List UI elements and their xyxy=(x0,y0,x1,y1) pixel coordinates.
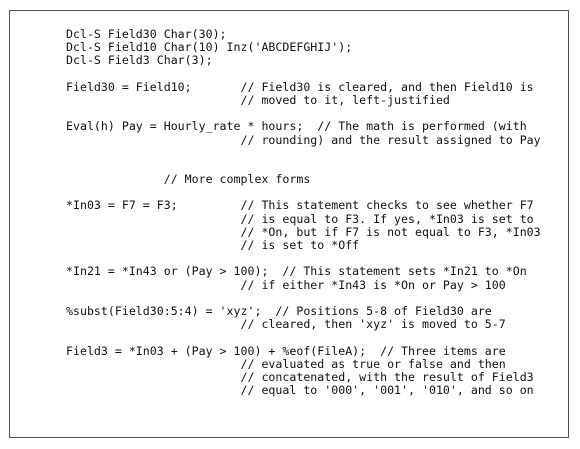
code-line xyxy=(66,331,541,344)
code-line xyxy=(66,292,541,305)
code-line xyxy=(66,147,541,160)
code-line: // is equal to F3. If yes, *In03 is set … xyxy=(66,211,534,226)
code-line: %subst(Field30:5:4) = 'xyz'; // Position… xyxy=(66,303,492,318)
code-line xyxy=(66,68,541,81)
code-line: // cleared, then 'xyz' is moved to 5-7 xyxy=(66,317,506,332)
code-line: // concatenated, with the result of Fiel… xyxy=(66,369,534,384)
code-line: // moved to it, left-justified xyxy=(66,92,450,107)
code-line: // equal to '000', '001', '010', and so … xyxy=(66,383,534,398)
code-line: // More complex forms xyxy=(66,172,311,187)
code-line: // evaluated as true or false and then xyxy=(66,356,506,371)
code-figure-frame: Dcl-S Field30 Char(30);Dcl-S Field10 Cha… xyxy=(9,10,569,438)
code-listing: Dcl-S Field30 Char(30);Dcl-S Field10 Cha… xyxy=(66,27,541,398)
code-line: // *On, but if F7 is not equal to F3, *I… xyxy=(66,224,541,239)
code-line: // if either *In43 is *On or Pay > 100 xyxy=(66,277,506,292)
code-line: *In03 = F7 = F3; // This statement check… xyxy=(66,198,534,213)
code-line: // is set to *Off xyxy=(66,238,360,252)
code-line: Eval(h) Pay = Hourly_rate * hours; // Th… xyxy=(66,119,527,134)
code-line: *In21 = *In43 or (Pay > 100); // This st… xyxy=(66,264,527,279)
code-line: Dcl-S Field3 Char(3); xyxy=(66,53,213,68)
code-line: Field30 = Field10; // Field30 is cleared… xyxy=(66,79,534,94)
code-line: Field3 = *In03 + (Pay > 100) + %eof(File… xyxy=(66,343,506,358)
code-line: Dcl-S Field30 Char(30); xyxy=(66,27,227,41)
code-line: // rounding) and the result assigned to … xyxy=(66,132,541,147)
code-line: Dcl-S Field10 Char(10) Inz('ABCDEFGHIJ')… xyxy=(66,40,353,55)
